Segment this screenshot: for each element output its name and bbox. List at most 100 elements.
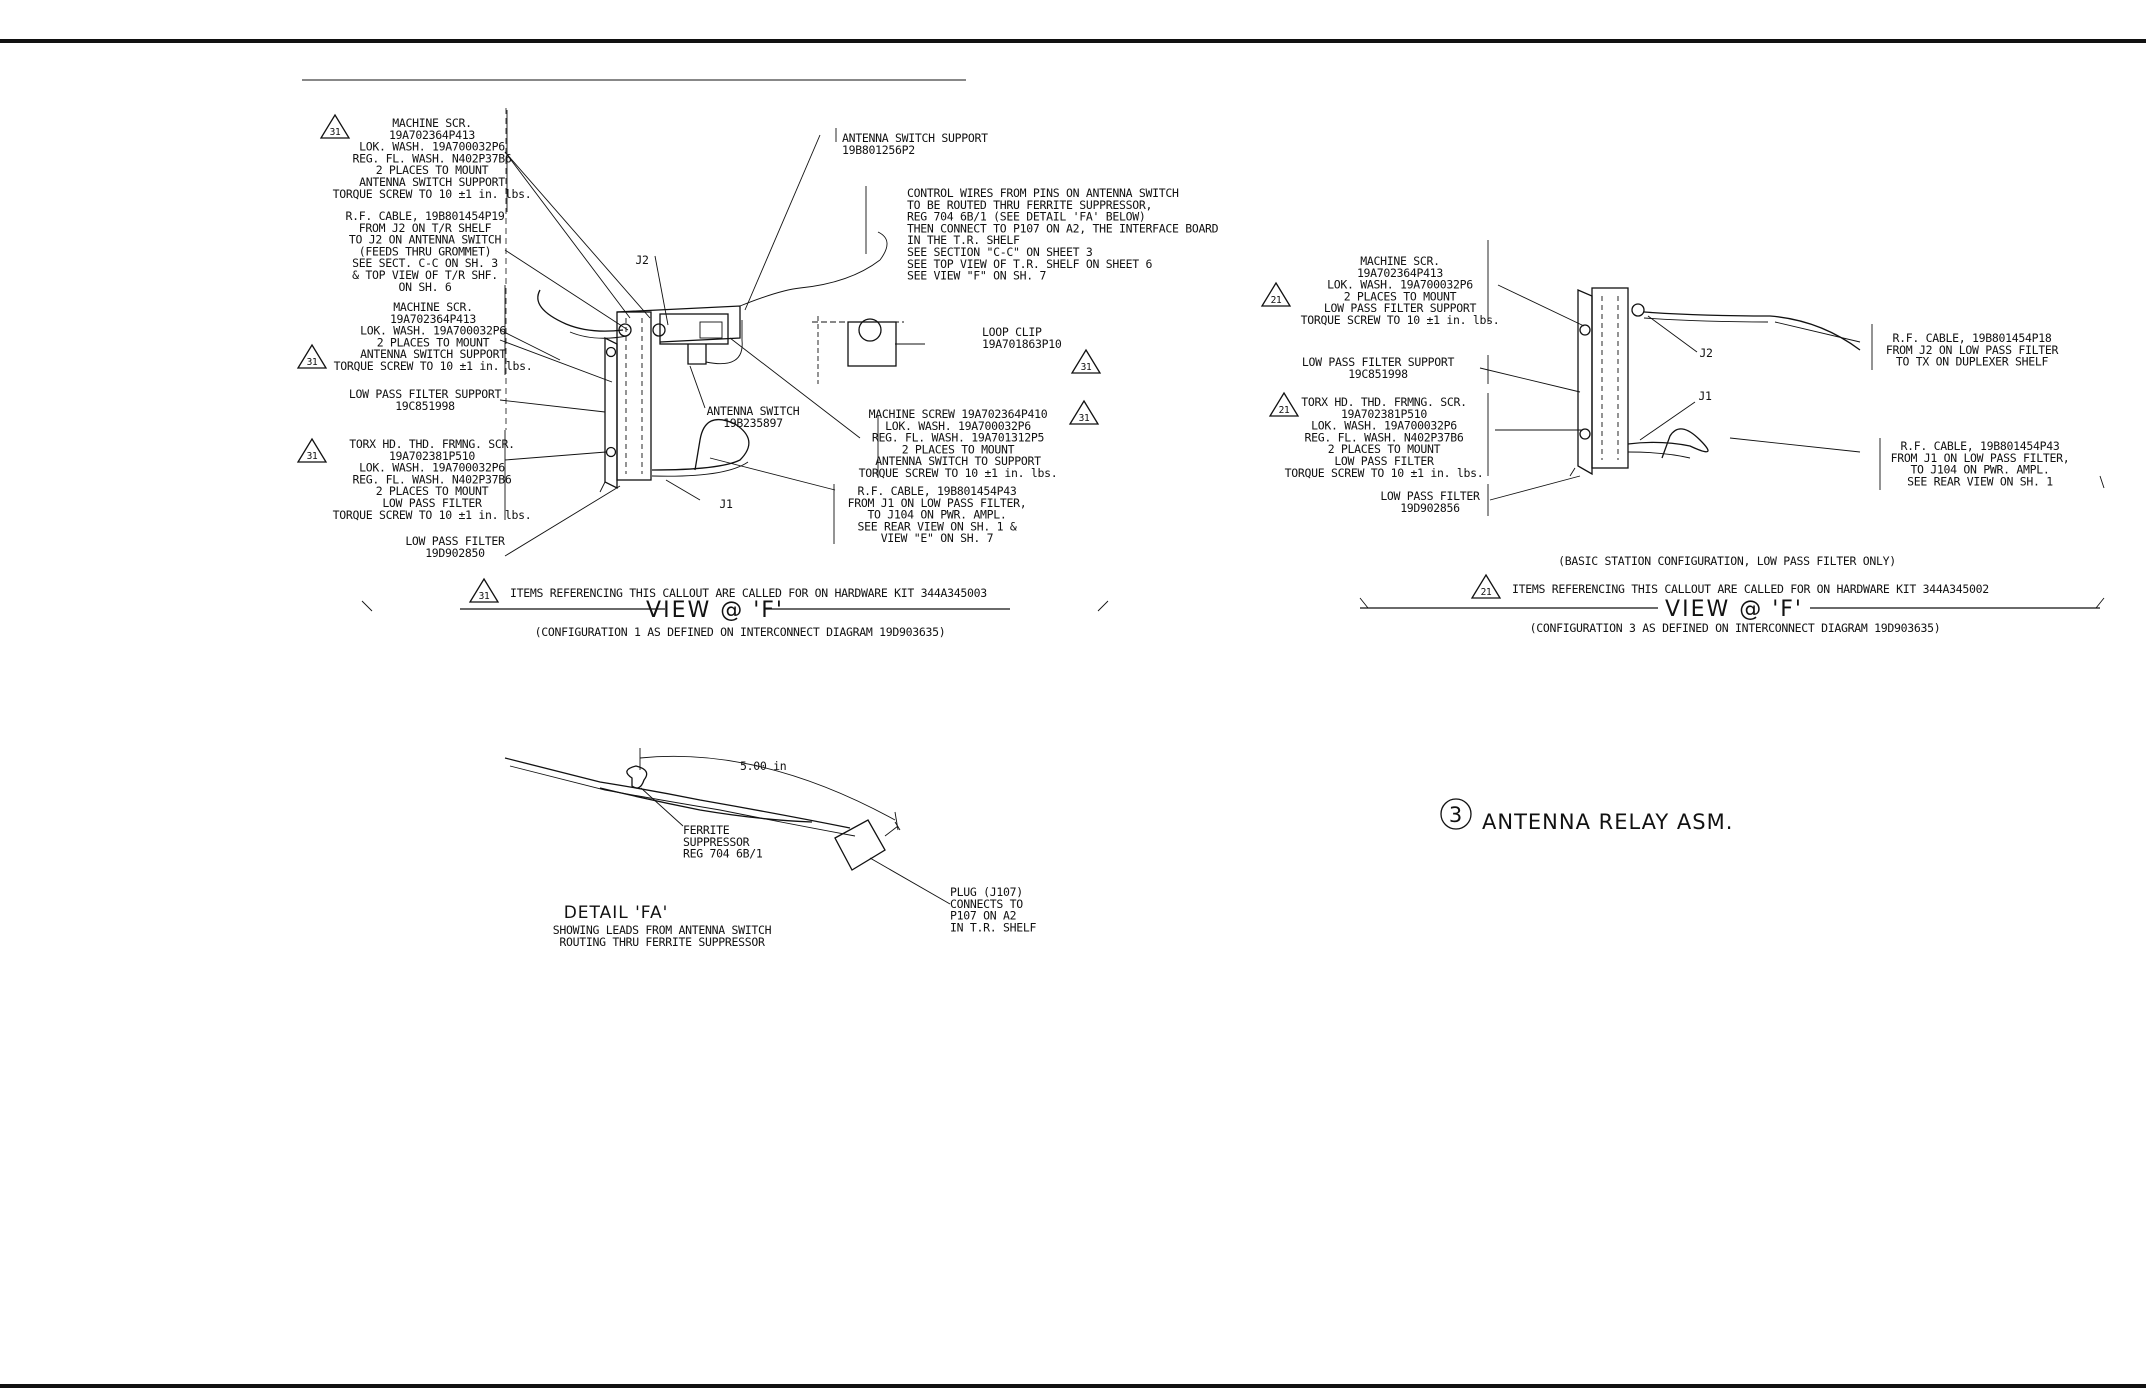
view1-callout-tag: 31 (1070, 348, 1102, 374)
view2-right-callout-text: R.F. CABLE, 19B801454P43 (1901, 439, 2060, 453)
detail-plug-label: P107 ON A2 (950, 909, 1016, 923)
revision-tag-number: 31 (479, 591, 490, 602)
plug-j107 (834, 819, 886, 871)
view1-callout-text: 2 PLACES TO MOUNT (377, 335, 490, 349)
view2-callout-text: 19A702381P510 (1341, 407, 1427, 421)
view1-callout-text: TO J2 ON ANTENNA SWITCH (349, 233, 502, 247)
view1-hardware-note: ITEMS REFERENCING THIS CALLOUT ARE CALLE… (510, 586, 987, 600)
view2-callout-text: LOW PASS FILTER (1334, 454, 1434, 468)
view2-right-callout-text: TO J104 ON PWR. AMPL. (1910, 463, 2049, 477)
view1-right-callout-text: REG. FL. WASH. 19A701312P5 (872, 431, 1044, 445)
revision-tag-number: 21 (1279, 405, 1290, 416)
view2-callout-text: MACHINE SCR. (1360, 254, 1439, 268)
view1-callout-tag: 31 (296, 343, 328, 369)
view2-right-callout-text: TO TX ON DUPLEXER SHELF (1896, 355, 2049, 369)
view2-basic-note: (BASIC STATION CONFIGURATION, LOW PASS F… (1558, 554, 1896, 568)
revision-tag-number: 21 (1481, 587, 1492, 598)
revision-tag-number: 31 (1081, 362, 1092, 373)
view1-loop-clip (847, 321, 897, 367)
view1-callout-text: ANTENNA SWITCH SUPPORT (359, 175, 505, 189)
assembly-number-badge: 3 (1440, 798, 1472, 830)
revision-tag-number: 21 (1271, 295, 1282, 306)
detail-plug-label: PLUG (J107) (950, 885, 1023, 899)
view1-callout-text: 2 PLACES TO MOUNT (376, 484, 489, 498)
view1-callout-text: REG. FL. WASH. N402P37B6 (353, 472, 512, 486)
view1-callout-text: 19C851998 (395, 399, 455, 413)
view2-callout-text: REG. FL. WASH. N402P37B6 (1305, 430, 1464, 444)
view2-callout-text: TORX HD. THD. FRMNG. SCR. (1301, 395, 1467, 409)
view1-hardware-tag: 31 (468, 577, 500, 603)
view1-right-callout-text: ANTENNA SWITCH SUPPORT (842, 131, 988, 145)
view2-callout-text: 19C851998 (1348, 367, 1408, 381)
view1-callout-text: & TOP VIEW OF T/R SHF. (352, 268, 498, 282)
view2-callout-tag: 21 (1268, 391, 1300, 417)
detail-subtitle: SHOWING LEADS FROM ANTENNA SWITCH (553, 923, 772, 937)
view1-right-callout-text: R.F. CABLE, 19B801454P43 (858, 484, 1017, 498)
view2-hardware-tag: 21 (1470, 573, 1502, 599)
view2-filter-support (1577, 289, 1593, 476)
view1-callout-text: 19D902850 (425, 546, 485, 560)
detail-fa-drawing (504, 748, 951, 905)
view1-callout-text: ON SH. 6 (399, 280, 452, 294)
view1-right-callout-text: SEE TOP VIEW OF T.R. SHELF ON SHEET 6 (907, 257, 1152, 271)
view1-callout-text: LOW PASS FILTER SUPPORT (349, 387, 502, 401)
view2-callout-text: LOK. WASH. 19A700032P6 (1311, 419, 1457, 433)
view2-callout-text: TORQUE SCREW TO 10 ±1 in. lbs. (1285, 466, 1484, 480)
view1-callout-text: ANTENNA SWITCH SUPPORT (360, 347, 506, 361)
revision-tag-number: 31 (307, 451, 318, 462)
ferrite-suppressor (626, 765, 648, 789)
view1-right-callout-text: IN THE T.R. SHELF (907, 233, 1020, 247)
view1-antenna-switch (659, 313, 729, 345)
view1-callout-text: LOK. WASH. 19A700032P6 (359, 140, 505, 154)
view1-right-callout-text: LOK. WASH. 19A700032P6 (885, 419, 1031, 433)
detail-ferrite-label: REG 704 6B/1 (683, 847, 763, 861)
view1-callout-text: MACHINE SCR. (392, 116, 471, 130)
view1-callout-text: 2 PLACES TO MOUNT (376, 163, 489, 177)
detail-dimension: 5.00 in (740, 759, 786, 773)
view1-right-callout-text: SEE REAR VIEW ON SH. 1 & (858, 519, 1017, 533)
view1-callout-text: LOK. WASH. 19A700032P6 (359, 461, 505, 475)
view2-right-callout-text: R.F. CABLE, 19B801454P18 (1893, 331, 2052, 345)
view1-callout-text: R.F. CABLE, 19B801454P19 (346, 209, 505, 223)
revision-tag-number: 31 (330, 127, 341, 138)
view1-right-callout-text: TO BE ROUTED THRU FERRITE SUPPRESSOR, (907, 198, 1152, 212)
view1-callout-tag: 31 (1068, 399, 1100, 425)
view1-callout-text: MACHINE SCR. (393, 300, 472, 314)
view2-callout-text: LOK. WASH. 19A700032P6 (1327, 278, 1473, 292)
view1-right-callout-text: FROM J1 ON LOW PASS FILTER, (848, 496, 1027, 510)
view2-callout-text: 2 PLACES TO MOUNT (1344, 289, 1457, 303)
revision-tag-number: 31 (1079, 413, 1090, 424)
view1-callout-text: LOK. WASH. 19A700032P6 (360, 324, 506, 338)
view2-right-callout-text: FROM J2 ON LOW PASS FILTER (1886, 343, 2059, 357)
view1-right-callout-text: ANTENNA SWITCH TO SUPPORT (875, 454, 1041, 468)
view1-right-callout-text: 2 PLACES TO MOUNT (902, 442, 1015, 456)
view1-callout-tag: 31 (296, 437, 328, 463)
view1-callout-text: SEE SECT. C-C ON SH. 3 (352, 256, 498, 270)
view2-callout-text: 2 PLACES TO MOUNT (1328, 442, 1441, 456)
view1-filter-support (604, 336, 618, 490)
view1-callout-text: TORQUE SCREW TO 10 ±1 in. lbs. (333, 508, 532, 522)
view1-right-callout-text: TO J104 ON PWR. AMPL. (867, 508, 1006, 522)
view1-callout-text: 19A702381P510 (389, 449, 475, 463)
view2-jack-label-j1: J1 (1698, 389, 1712, 403)
view1-right-callout-text: THEN CONNECT TO P107 ON A2, THE INTERFAC… (907, 221, 1219, 235)
view1-callout-text: (FEEDS THRU GROMMET) (359, 244, 491, 258)
view1-right-callout-text: CONTROL WIRES FROM PINS ON ANTENNA SWITC… (907, 186, 1179, 200)
view1-callout-text: REG. FL. WASH. N402P37B6 (353, 151, 512, 165)
view2-drawing (1359, 240, 2105, 609)
view1-switch-support (616, 305, 741, 343)
view1-callout-text: TORQUE SCREW TO 10 ±1 in. lbs. (333, 187, 532, 201)
revision-tag-number: 31 (307, 357, 318, 368)
view1-callout-text: 19A702364P413 (390, 312, 476, 326)
view2-title: VIEW @ 'F' (1665, 597, 1803, 622)
view1-right-callout-text: SEE VIEW "F" ON SH. 7 (907, 269, 1046, 283)
view1-drawing (361, 108, 1109, 612)
view1-jack-label-j1: J1 (719, 497, 733, 511)
view1-callout-text: FROM J2 ON T/R SHELF (359, 221, 492, 235)
view2-callout-tag: 21 (1260, 281, 1292, 307)
detail-plug-label: IN T.R. SHELF (950, 920, 1036, 934)
view1-config-note: (CONFIGURATION 1 AS DEFINED ON INTERCONN… (535, 625, 946, 639)
view1-callout-text: TORQUE SCREW TO 10 ±1 in. lbs. (334, 359, 533, 373)
view2-low-pass-filter (1591, 287, 1629, 469)
view2-callout-text: LOW PASS FILTER (1380, 489, 1480, 503)
